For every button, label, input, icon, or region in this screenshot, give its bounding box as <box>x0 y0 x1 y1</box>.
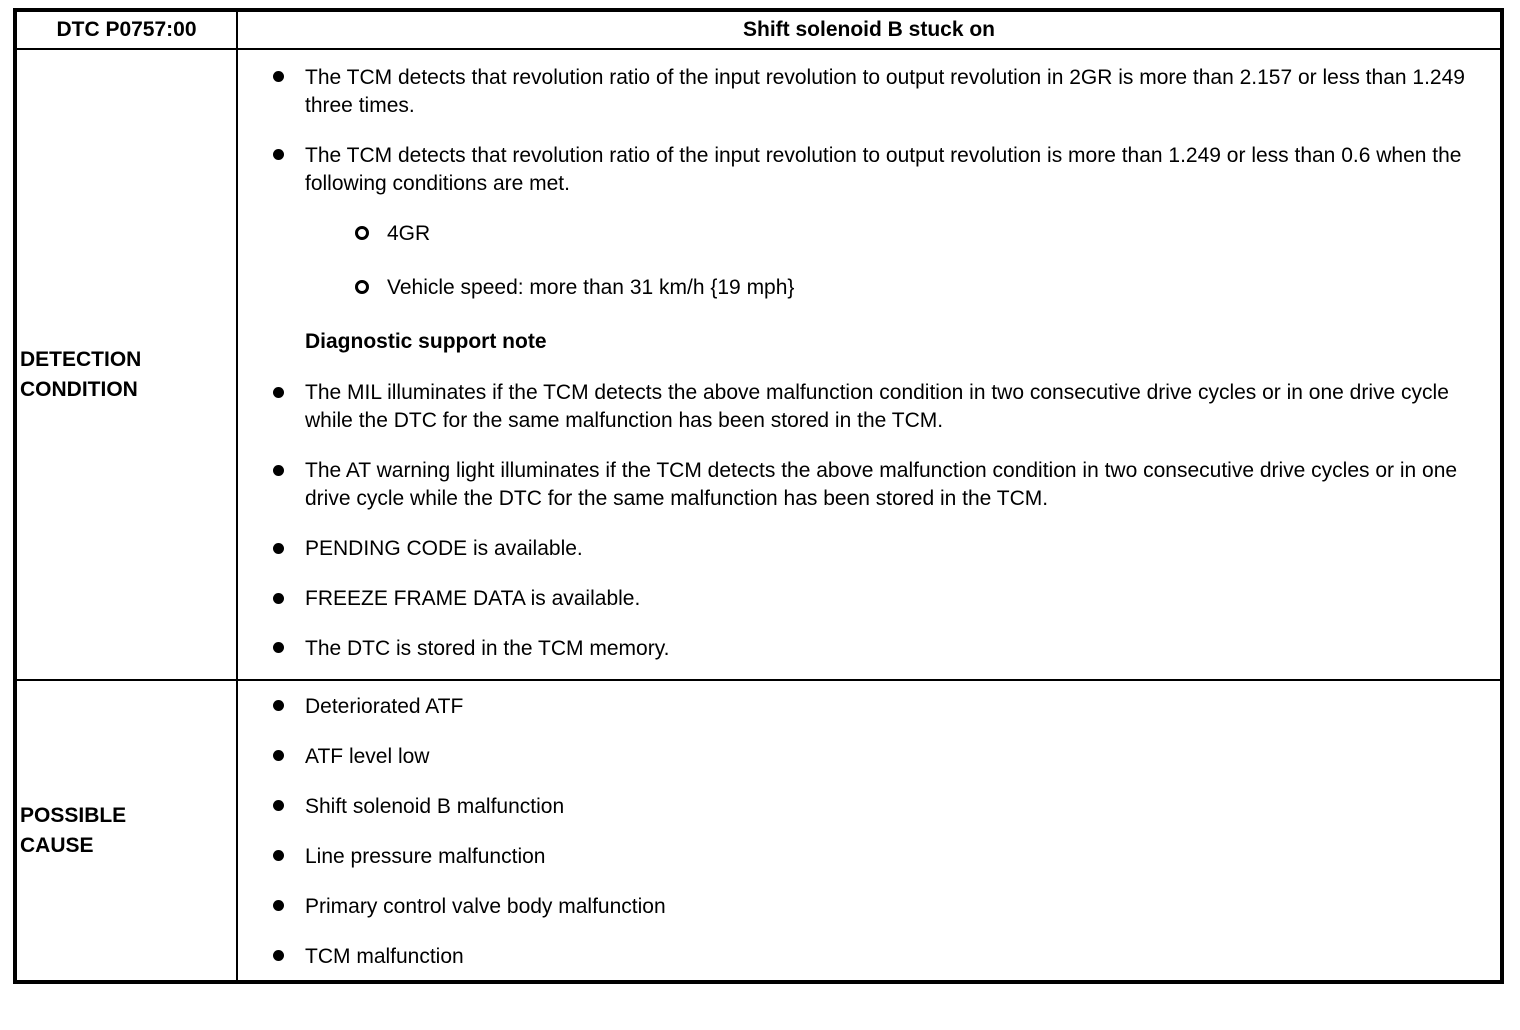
bullet-hollow-icon <box>355 274 369 302</box>
list-item-text: Deteriorated ATF <box>305 694 464 718</box>
detection-condition-label-cell: DETECTION CONDITION <box>14 48 238 681</box>
list-item: Primary control valve body malfunction <box>273 893 1484 921</box>
list-item: 4GR <box>273 220 1484 248</box>
list-item: The TCM detects that revolution ratio of… <box>273 142 1484 198</box>
bullet-filled-icon <box>273 535 295 563</box>
list-item-text: The TCM detects that revolution ratio of… <box>305 143 1462 195</box>
dtc-code-label: DTC P0757:00 <box>56 18 197 42</box>
bullet-filled-icon <box>273 843 295 871</box>
list-item-text: PENDING CODE is available. <box>305 537 583 561</box>
list-item: PENDING CODE is available. <box>273 535 1484 563</box>
possible-cause-label: POSSIBLE CAUSE <box>20 803 127 858</box>
possible-cause-list: Deteriorated ATF ATF level low Shift sol… <box>238 681 1500 981</box>
list-item: The DTC is stored in the TCM memory. <box>273 635 1484 663</box>
list-item-text: Line pressure malfunction <box>305 844 546 868</box>
list-item-text: Vehicle speed: more than 31 km/h {19 mph… <box>387 275 795 299</box>
list-item-text: The TCM detects that revolution ratio of… <box>305 66 1465 117</box>
bullet-filled-icon <box>273 793 295 821</box>
fault-title-label: Shift solenoid B stuck on <box>742 18 995 42</box>
detection-condition-content-cell: The TCM detects that revolution ratio of… <box>236 48 1503 681</box>
bullet-filled-icon <box>273 893 295 921</box>
fault-title-cell: Shift solenoid B stuck on <box>236 9 1503 50</box>
list-item-text: Primary control valve body malfunction <box>305 894 666 918</box>
list-item: FREEZE FRAME DATA is available. <box>273 585 1484 613</box>
list-item: The TCM detects that revolution ratio of… <box>273 64 1484 120</box>
detection-condition-list: The TCM detects that revolution ratio of… <box>238 50 1500 679</box>
list-item-text: 4GR <box>387 221 431 245</box>
bullet-filled-icon <box>273 142 295 170</box>
bullet-filled-icon <box>273 585 295 613</box>
bullet-filled-icon <box>273 457 295 485</box>
bullet-filled-icon <box>273 943 295 971</box>
bullet-filled-icon <box>273 635 295 663</box>
possible-cause-content-cell: Deteriorated ATF ATF level low Shift sol… <box>236 678 1503 984</box>
bullet-filled-icon <box>273 693 295 721</box>
list-item: ATF level low <box>273 743 1484 771</box>
bullet-filled-icon <box>273 379 295 407</box>
diagnostic-support-note-heading: Diagnostic support note <box>305 329 547 353</box>
list-item: The MIL illuminates if the TCM detects t… <box>273 379 1484 435</box>
bullet-filled-icon <box>273 64 295 92</box>
list-item-text: The AT warning light illuminates if the … <box>305 459 1458 511</box>
table-header-row: DTC P0757:00 Shift solenoid B stuck on <box>14 9 1503 50</box>
list-item-text: FREEZE FRAME DATA is available. <box>305 587 641 611</box>
dtc-diagnostic-table: DTC P0757:00 Shift solenoid B stuck on D… <box>13 8 1504 985</box>
list-item-text: The DTC is stored in the TCM memory. <box>305 636 670 660</box>
list-item: The AT warning light illuminates if the … <box>273 457 1484 513</box>
list-item-text: The MIL illuminates if the TCM detects t… <box>305 381 1449 433</box>
possible-cause-row: POSSIBLE CAUSE Deteriorated ATF ATF leve… <box>14 678 1503 984</box>
detection-condition-row: DETECTION CONDITION The TCM detects that… <box>14 48 1503 681</box>
list-item: Line pressure malfunction <box>273 843 1484 871</box>
list-item: Shift solenoid B malfunction <box>273 793 1484 821</box>
list-item: Deteriorated ATF <box>273 693 1484 721</box>
possible-cause-label-cell: POSSIBLE CAUSE <box>14 678 238 984</box>
list-item: Vehicle speed: more than 31 km/h {19 mph… <box>273 274 1484 302</box>
bullet-filled-icon <box>273 743 295 771</box>
detection-condition-label: DETECTION CONDITION <box>20 348 142 402</box>
bullet-hollow-icon <box>355 220 369 248</box>
list-item-text: Shift solenoid B malfunction <box>305 794 565 818</box>
list-item: TCM malfunction <box>273 943 1484 971</box>
list-item-text: ATF level low <box>305 744 430 768</box>
dtc-code-cell: DTC P0757:00 <box>14 9 238 50</box>
list-item-text: TCM malfunction <box>305 944 464 968</box>
